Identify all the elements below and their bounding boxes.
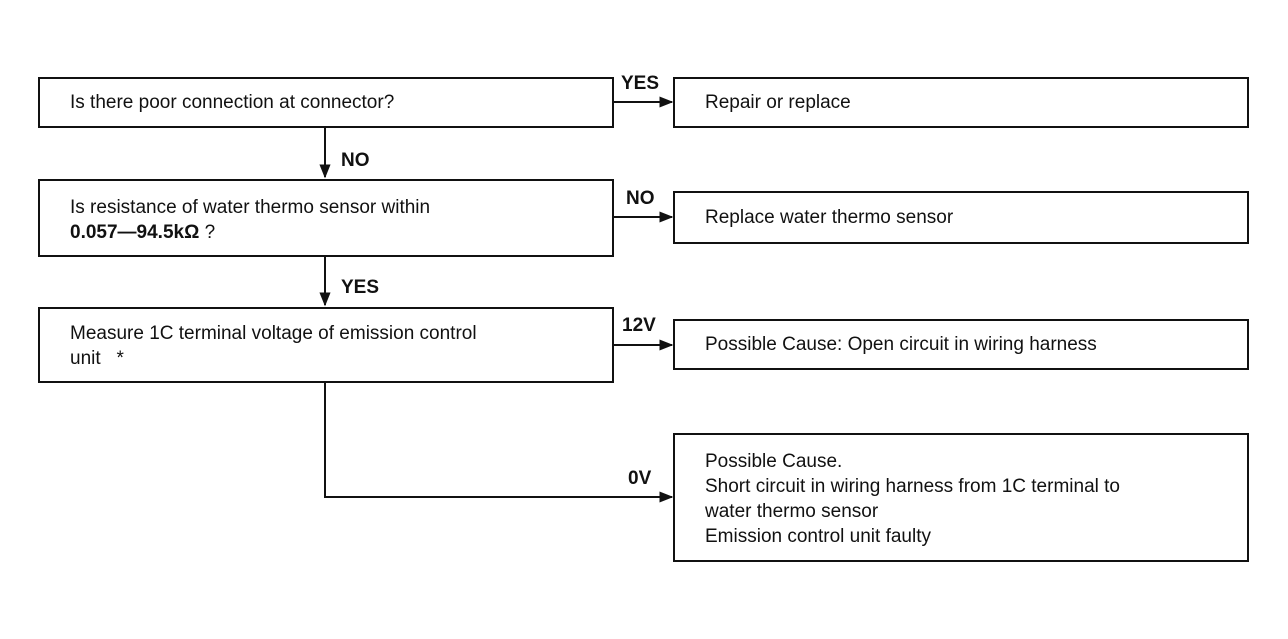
result-box-open-circuit: Possible Cause: Open circuit in wiring h… <box>673 319 1249 370</box>
result-open-circuit-text: Possible Cause: Open circuit in wiring h… <box>705 334 1097 355</box>
question-resistance-line1: Is resistance of water thermo sensor wit… <box>70 197 431 218</box>
result-box-short-circuit: Possible Cause. Short circuit in wiring … <box>673 433 1249 562</box>
result-repair-text: Repair or replace <box>705 92 851 113</box>
result-short-circuit-line3: water thermo sensor <box>705 501 879 522</box>
result-box-replace-sensor: Replace water thermo sensor <box>673 191 1249 244</box>
question-voltage-text: Measure 1C terminal voltage of emission … <box>70 321 477 371</box>
label-q3-0v: 0V <box>628 468 652 489</box>
question-voltage-line1: Measure 1C terminal voltage of emission … <box>70 323 477 344</box>
result-short-circuit-line1: Possible Cause. <box>705 451 843 472</box>
question-resistance-suffix: ? <box>199 222 216 243</box>
result-short-circuit-text: Possible Cause. Short circuit in wiring … <box>705 449 1120 549</box>
label-q1-no: NO <box>341 150 370 171</box>
label-q1-yes: YES <box>621 73 660 94</box>
question-resistance-text: Is resistance of water thermo sensor wit… <box>70 195 430 245</box>
question-connection-text: Is there poor connection at connector? <box>70 92 395 113</box>
question-voltage-line2: unit * <box>70 348 124 369</box>
label-q2-yes: YES <box>341 277 380 298</box>
question-box-voltage: Measure 1C terminal voltage of emission … <box>38 307 614 383</box>
question-box-resistance: Is resistance of water thermo sensor wit… <box>38 179 614 257</box>
label-q2-no: NO <box>626 188 655 209</box>
result-replace-sensor-text: Replace water thermo sensor <box>705 207 954 228</box>
result-short-circuit-line4: Emission control unit faulty <box>705 526 931 547</box>
arrow-q3-0v <box>324 383 674 503</box>
question-box-connection: Is there poor connection at connector? <box>38 77 614 128</box>
resistance-range-value: 0.057—94.5kΩ <box>70 222 200 243</box>
result-short-circuit-line2: Short circuit in wiring harness from 1C … <box>705 476 1120 497</box>
label-q3-12v: 12V <box>622 315 656 336</box>
result-box-repair: Repair or replace <box>673 77 1249 128</box>
